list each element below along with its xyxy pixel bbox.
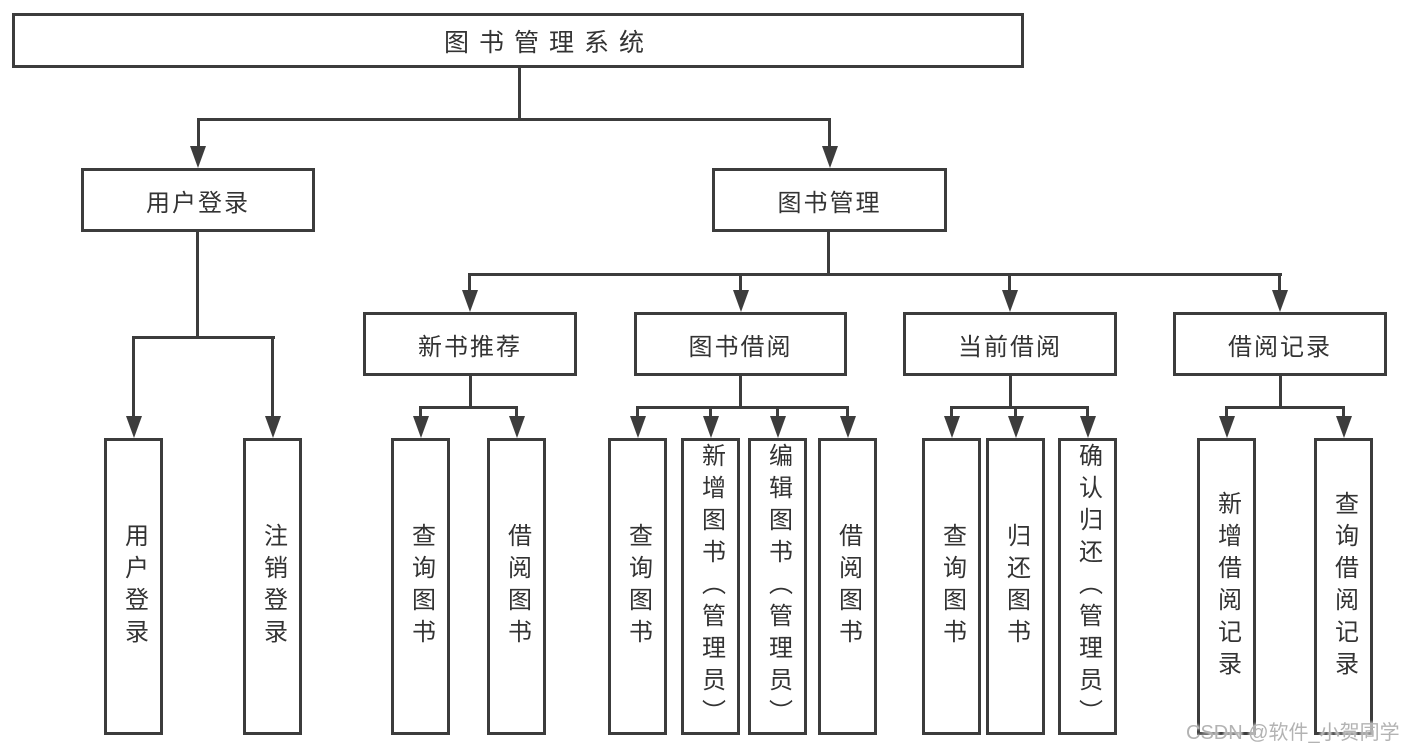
node-new-book-recommend: 新书推荐 (363, 312, 577, 376)
node-book-borrow: 图书借阅 (634, 312, 847, 376)
connector-line (828, 121, 831, 148)
leaf-return-book: 归还图书 (986, 438, 1045, 735)
leaf-query-borrow-record-label: 查询借阅记录 (1330, 490, 1358, 683)
connector-line (468, 273, 1282, 276)
connector-line (776, 409, 779, 418)
leaf-borrow-books-recommend: 借阅图书 (487, 438, 546, 735)
arrowhead (703, 416, 719, 438)
arrowhead (190, 146, 206, 168)
leaf-query-books-recommend-label: 查询图书 (407, 522, 435, 651)
leaf-query-books-borrow: 查询图书 (608, 438, 667, 735)
leaf-borrow-books-recommend-label: 借阅图书 (503, 522, 531, 651)
connector-line (419, 409, 422, 418)
connector-line (1086, 409, 1089, 418)
leaf-add-borrow-record-label: 新增借阅记录 (1213, 490, 1241, 683)
connector-line (1278, 276, 1281, 292)
connector-line (419, 406, 518, 409)
leaf-logout-label: 注销登录 (259, 522, 287, 651)
arrowhead (126, 416, 142, 438)
leaf-user-login-label: 用户登录 (120, 522, 148, 651)
connector-line (132, 336, 275, 339)
connector-line (271, 339, 274, 418)
connector-line (518, 68, 521, 121)
arrowhead (770, 416, 786, 438)
leaf-query-books-borrow-label: 查询图书 (624, 522, 652, 651)
node-book-management-label: 图书管理 (777, 189, 882, 217)
connector-line (1225, 409, 1228, 418)
leaf-confirm-return-admin-label: 确认归还（管理员） (1074, 442, 1102, 731)
connector-line (1279, 376, 1282, 409)
leaf-add-book-admin-label: 新增图书（管理员） (697, 442, 725, 731)
node-user-login-label: 用户登录 (146, 189, 250, 217)
node-new-book-recommend-label: 新书推荐 (418, 333, 522, 361)
node-current-borrow-label: 当前借阅 (958, 333, 1062, 361)
arrowhead (840, 416, 856, 438)
arrowhead (944, 416, 960, 438)
connector-line (1009, 376, 1012, 409)
arrowhead (1080, 416, 1096, 438)
connector-line (739, 276, 742, 292)
connector-line (515, 409, 518, 418)
connector-line (1014, 409, 1017, 418)
leaf-query-books-current: 查询图书 (922, 438, 981, 735)
connector-line (197, 118, 831, 121)
connector-line (846, 409, 849, 418)
connector-line (1008, 276, 1011, 292)
arrowhead (1219, 416, 1235, 438)
leaf-edit-book-admin: 编辑图书（管理员） (748, 438, 807, 735)
node-book-management: 图书管理 (712, 168, 947, 232)
leaf-return-book-label: 归还图书 (1002, 522, 1030, 651)
leaf-borrow-books: 借阅图书 (818, 438, 877, 735)
leaf-logout: 注销登录 (243, 438, 302, 735)
node-borrow-records-label: 借阅记录 (1228, 333, 1332, 361)
arrowhead (1336, 416, 1352, 438)
connector-line (196, 232, 199, 339)
leaf-borrow-books-label: 借阅图书 (834, 522, 862, 651)
connector-line (950, 409, 953, 418)
arrowhead (733, 290, 749, 312)
node-user-login: 用户登录 (81, 168, 315, 232)
leaf-query-books-recommend: 查询图书 (391, 438, 450, 735)
leaf-add-borrow-record: 新增借阅记录 (1197, 438, 1256, 735)
leaf-edit-book-admin-label: 编辑图书（管理员） (764, 442, 792, 731)
watermark: CSDN @软件_小贺同学 (1186, 722, 1400, 744)
leaf-add-book-admin: 新增图书（管理员） (681, 438, 740, 735)
arrowhead (1272, 290, 1288, 312)
leaf-confirm-return-admin: 确认归还（管理员） (1058, 438, 1117, 735)
connector-line (636, 409, 639, 418)
arrowhead (462, 290, 478, 312)
arrowhead (1002, 290, 1018, 312)
arrowhead (265, 416, 281, 438)
connector-line (739, 376, 742, 409)
leaf-query-books-current-label: 查询图书 (938, 522, 966, 651)
arrowhead (822, 146, 838, 168)
connector-line (468, 276, 471, 292)
node-root: 图书管理系统 (12, 13, 1024, 68)
arrowhead (1008, 416, 1024, 438)
connector-line (197, 121, 200, 148)
connector-line (1225, 406, 1345, 409)
connector-line (709, 409, 712, 418)
connector-line (132, 339, 135, 418)
arrowhead (509, 416, 525, 438)
node-borrow-records: 借阅记录 (1173, 312, 1387, 376)
connector-line (950, 406, 1089, 409)
leaf-user-login: 用户登录 (104, 438, 163, 735)
connector-line (827, 232, 830, 276)
connector-line (469, 376, 472, 409)
connector-line (636, 406, 849, 409)
node-book-borrow-label: 图书借阅 (688, 333, 793, 361)
arrowhead (413, 416, 429, 438)
connector-line (1342, 409, 1345, 418)
arrowhead (630, 416, 646, 438)
node-root-label: 图书管理系统 (443, 28, 654, 57)
node-current-borrow: 当前借阅 (903, 312, 1117, 376)
leaf-query-borrow-record: 查询借阅记录 (1314, 438, 1373, 735)
